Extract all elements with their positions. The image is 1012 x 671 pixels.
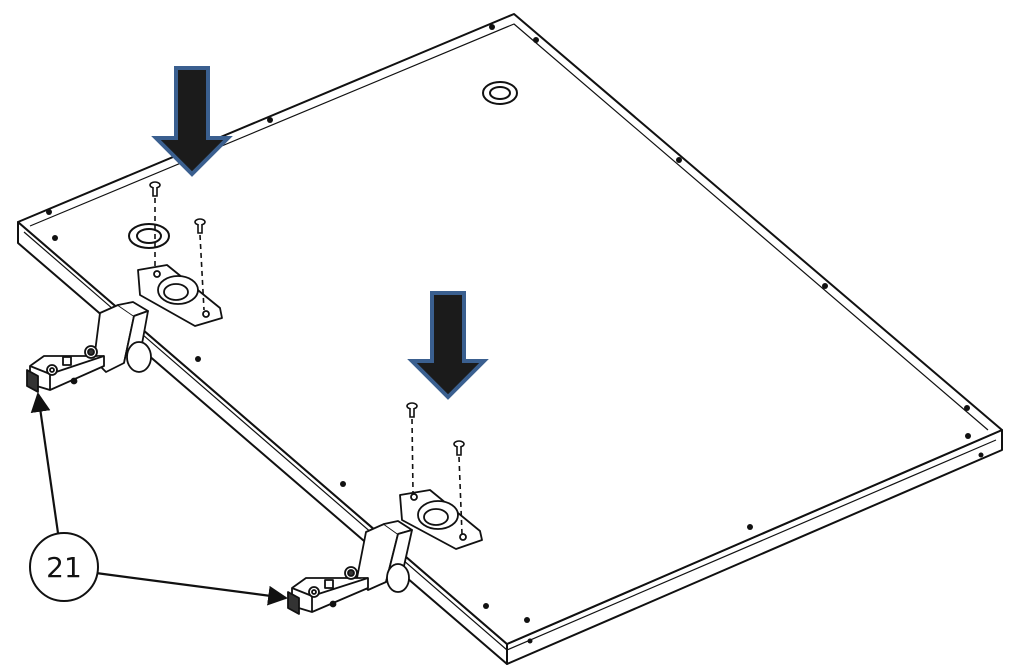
callout-label: 21 xyxy=(46,551,82,584)
hole xyxy=(747,524,753,530)
hole xyxy=(822,283,828,289)
hole xyxy=(964,405,970,411)
screw xyxy=(406,402,418,493)
grommet-top xyxy=(482,81,518,105)
press-arrow xyxy=(407,291,489,400)
callout-circle xyxy=(29,532,99,602)
press-arrow-left xyxy=(151,66,233,177)
hinge-right xyxy=(287,489,483,615)
callout-leader-up xyxy=(30,392,60,534)
hole xyxy=(483,603,489,609)
hole xyxy=(46,209,52,215)
hole xyxy=(978,452,984,458)
screw xyxy=(194,218,206,311)
hole xyxy=(527,638,533,644)
screw xyxy=(149,181,161,268)
callout-leader-right xyxy=(95,571,288,606)
hole xyxy=(195,356,201,362)
screws xyxy=(149,181,465,535)
hole xyxy=(676,157,682,163)
panel-holes xyxy=(46,24,984,644)
hole xyxy=(524,617,530,623)
press-arrow xyxy=(151,66,233,177)
hole xyxy=(340,481,346,487)
callout: 21 xyxy=(29,392,288,606)
hole xyxy=(52,235,58,241)
panel-bevel-line-front xyxy=(23,231,997,651)
grommet-left xyxy=(128,223,170,249)
hinge-left xyxy=(26,264,223,393)
screw xyxy=(453,440,465,535)
hole xyxy=(965,433,971,439)
hole xyxy=(533,37,539,43)
panel-top-face xyxy=(17,13,1003,645)
panel xyxy=(17,13,1003,665)
hole xyxy=(267,117,273,123)
press-arrow-right xyxy=(407,291,489,400)
hole xyxy=(489,24,495,30)
